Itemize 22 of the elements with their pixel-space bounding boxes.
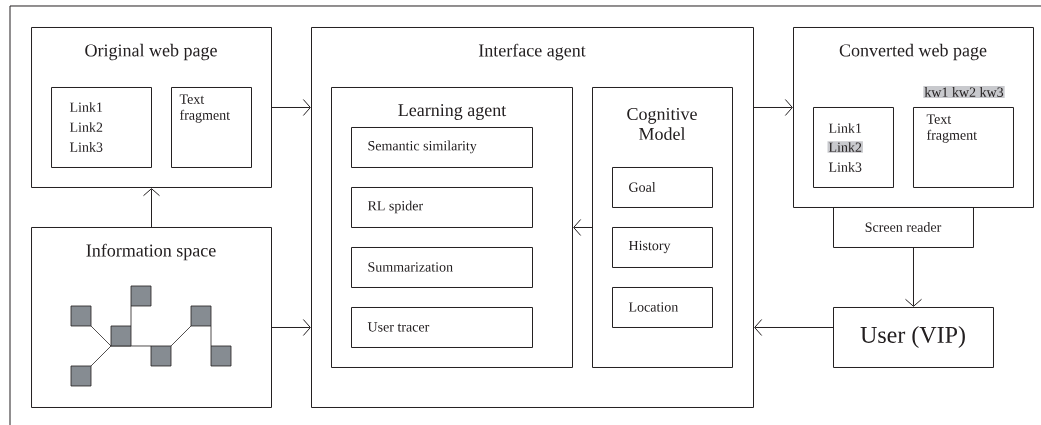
arrow xyxy=(271,319,311,336)
process-box: Location xyxy=(612,287,713,328)
arrow xyxy=(143,188,160,228)
process-box: RL spider xyxy=(351,187,533,228)
process-box: Link1 Link2 Link3 xyxy=(51,87,152,168)
arrow xyxy=(573,219,593,236)
arrow xyxy=(754,319,834,336)
keyword-label: kw1 kw2 kw3 xyxy=(923,86,1005,98)
process-box: Screen reader xyxy=(833,207,974,248)
process-box: Link1 Link2 Link3 xyxy=(813,107,894,188)
arrow xyxy=(271,99,311,116)
process-box: User (VIP) xyxy=(833,307,994,368)
process-box: History xyxy=(612,227,713,268)
process-box: Summarization xyxy=(351,247,533,288)
process-box: Text fragment xyxy=(913,107,1014,188)
process-box: User tracer xyxy=(351,307,533,348)
container-box: Information space xyxy=(31,227,272,408)
process-box: Text fragment xyxy=(171,87,252,168)
arrow xyxy=(753,99,793,116)
process-box: Semantic similarity xyxy=(351,127,533,168)
process-box: Goal xyxy=(612,167,713,208)
arrow xyxy=(905,247,922,307)
